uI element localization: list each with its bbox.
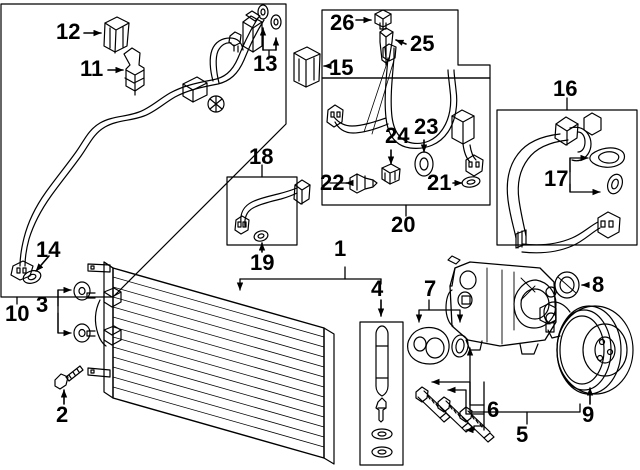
part-26-cap — [374, 9, 392, 30]
liquid-line-assembly — [10, 10, 265, 284]
callout-17: 17 — [544, 166, 569, 191]
callout-6: 6 — [487, 397, 500, 422]
callout-3: 3 — [36, 292, 49, 317]
callout-20: 20 — [391, 212, 416, 237]
part-4-drier-kit — [371, 325, 393, 458]
hose-assembly-16 — [506, 112, 621, 254]
callout-22: 22 — [320, 170, 345, 195]
panel-outline-20 — [321, 77, 491, 206]
part-13-orings — [257, 4, 282, 30]
part-22-fitting — [349, 173, 378, 194]
part-6-bolts — [415, 386, 495, 443]
callout-19: 19 — [250, 250, 275, 275]
callout-11: 11 — [80, 56, 104, 81]
callout-8: 8 — [592, 272, 605, 297]
callout-24: 24 — [385, 123, 410, 148]
callout-4: 4 — [371, 276, 384, 301]
part-11-pressure-switch — [123, 47, 145, 96]
part-17-seals — [589, 147, 626, 195]
short-tube-18 — [234, 179, 311, 235]
part-9-clutch-pulley — [539, 301, 634, 395]
part-12-switch-cap — [103, 16, 130, 54]
panel-outline-10 — [0, 3, 287, 298]
condenser-assembly — [86, 261, 335, 465]
part-15-relay — [293, 46, 321, 88]
callout-15: 15 — [329, 55, 354, 80]
part-2-bolt — [54, 365, 84, 390]
callout-23: 23 — [414, 114, 439, 139]
part-8-shaft-seal — [554, 271, 580, 299]
panel-outline-4 — [359, 321, 404, 466]
callout-21: 21 — [427, 170, 452, 195]
part-19-oring — [253, 230, 269, 242]
part-3-isolators — [73, 281, 91, 343]
callout-5: 5 — [516, 422, 529, 447]
callout-16: 16 — [553, 76, 578, 101]
callout-14: 14 — [36, 237, 61, 262]
callout-25: 25 — [410, 31, 435, 56]
callout-10: 10 — [5, 301, 30, 326]
callout-18: 18 — [249, 144, 274, 169]
callout-1: 1 — [334, 236, 347, 261]
callout-9: 9 — [582, 402, 595, 427]
part-25-valve — [379, 27, 394, 66]
callout-26: 26 — [330, 10, 355, 35]
callout-7: 7 — [424, 276, 437, 301]
callout-12: 12 — [56, 19, 81, 44]
callout-13: 13 — [253, 51, 278, 76]
hose-assembly-20 — [326, 43, 484, 177]
callout-2: 2 — [56, 402, 69, 427]
leader-lines — [16, 16, 601, 434]
